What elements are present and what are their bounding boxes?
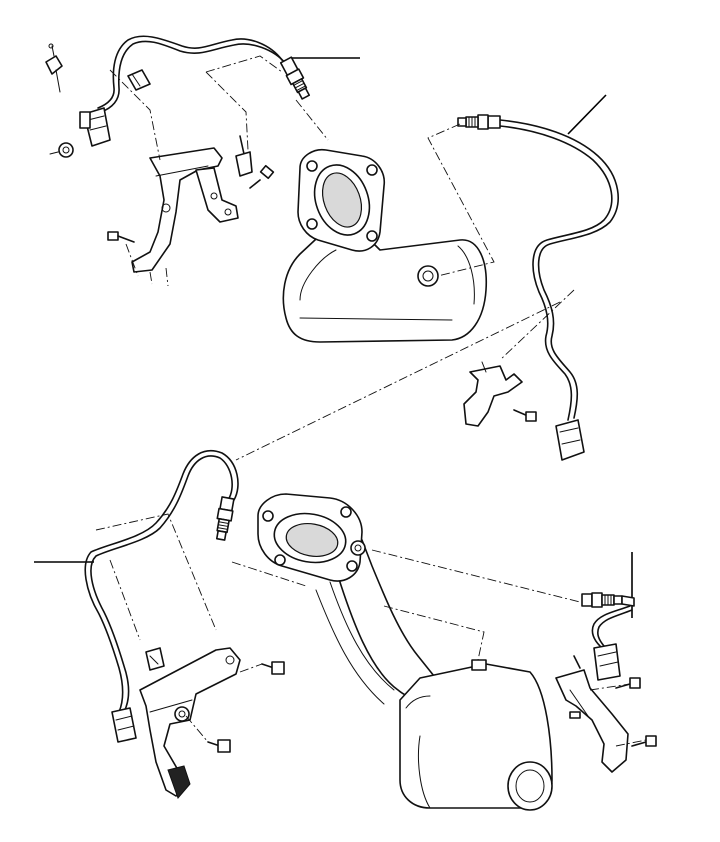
upper-converter-sensor-boss (417, 265, 439, 287)
upper-right-sensor-connector (555, 419, 585, 461)
lower-right-oxygen-sensor (581, 592, 635, 608)
upper-right-oxygen-sensor (457, 114, 501, 130)
leader-line (95, 513, 217, 631)
leader-line (295, 99, 329, 141)
lower-right-bolt-lower (631, 735, 657, 747)
upper-stud (235, 135, 253, 177)
leader-line (149, 267, 169, 287)
leader-line (383, 605, 485, 661)
harness-clip (127, 69, 151, 91)
lower-catalytic-converter (257, 493, 553, 811)
upper-left-oxygen-sensor (279, 56, 311, 100)
leader-line (109, 69, 161, 161)
leader-line (239, 663, 263, 673)
upper-right-sensor-harness (457, 114, 619, 461)
lower-right-sensor-harness (581, 592, 635, 681)
lower-right-bolt-upper (615, 677, 641, 689)
lower-left-sensor-connector (111, 707, 137, 743)
leader-line (499, 289, 575, 361)
lower-left-sensor-harness (84, 449, 239, 743)
upper-right-bracket (463, 361, 523, 427)
lower-bolt-upper (261, 661, 285, 675)
lower-left-oxygen-sensor (215, 496, 235, 541)
upper-oxygen-sensor-assembly (45, 35, 619, 461)
lower-converter-flange (257, 493, 366, 582)
lower-converter-sensor-boss (471, 659, 487, 671)
leader-line (615, 739, 647, 747)
upper-catalytic-converter (282, 148, 488, 343)
harness-grommet (49, 142, 74, 158)
leader-line (205, 71, 249, 151)
lower-harness-clip (145, 647, 165, 671)
leader-line (109, 559, 141, 641)
lower-right-sensor-connector (593, 643, 621, 681)
callout-line-upper-right-sensor (567, 94, 607, 135)
upper-left-sensor-connector (79, 107, 111, 147)
leader-line (589, 683, 631, 691)
upper-converter-flange (297, 148, 386, 252)
leader-line (185, 715, 209, 743)
leader-line (125, 243, 139, 277)
upper-left-bracket (131, 147, 239, 273)
leader-line (427, 123, 495, 277)
upper-right-bolt (513, 409, 537, 422)
lower-left-bracket (139, 647, 241, 799)
leader-line (205, 55, 283, 73)
lower-bolt-lower (207, 739, 231, 753)
upper-bolt-left (107, 231, 135, 243)
leader-line (371, 549, 581, 603)
upper-bolt-right (249, 164, 275, 189)
lower-oxygen-sensor-assembly (34, 449, 657, 811)
lower-right-stud (573, 655, 581, 669)
wire-clip (45, 43, 63, 93)
upper-left-sensor-harness (45, 35, 311, 158)
leader-line (231, 561, 307, 587)
lower-right-bracket (555, 669, 629, 773)
